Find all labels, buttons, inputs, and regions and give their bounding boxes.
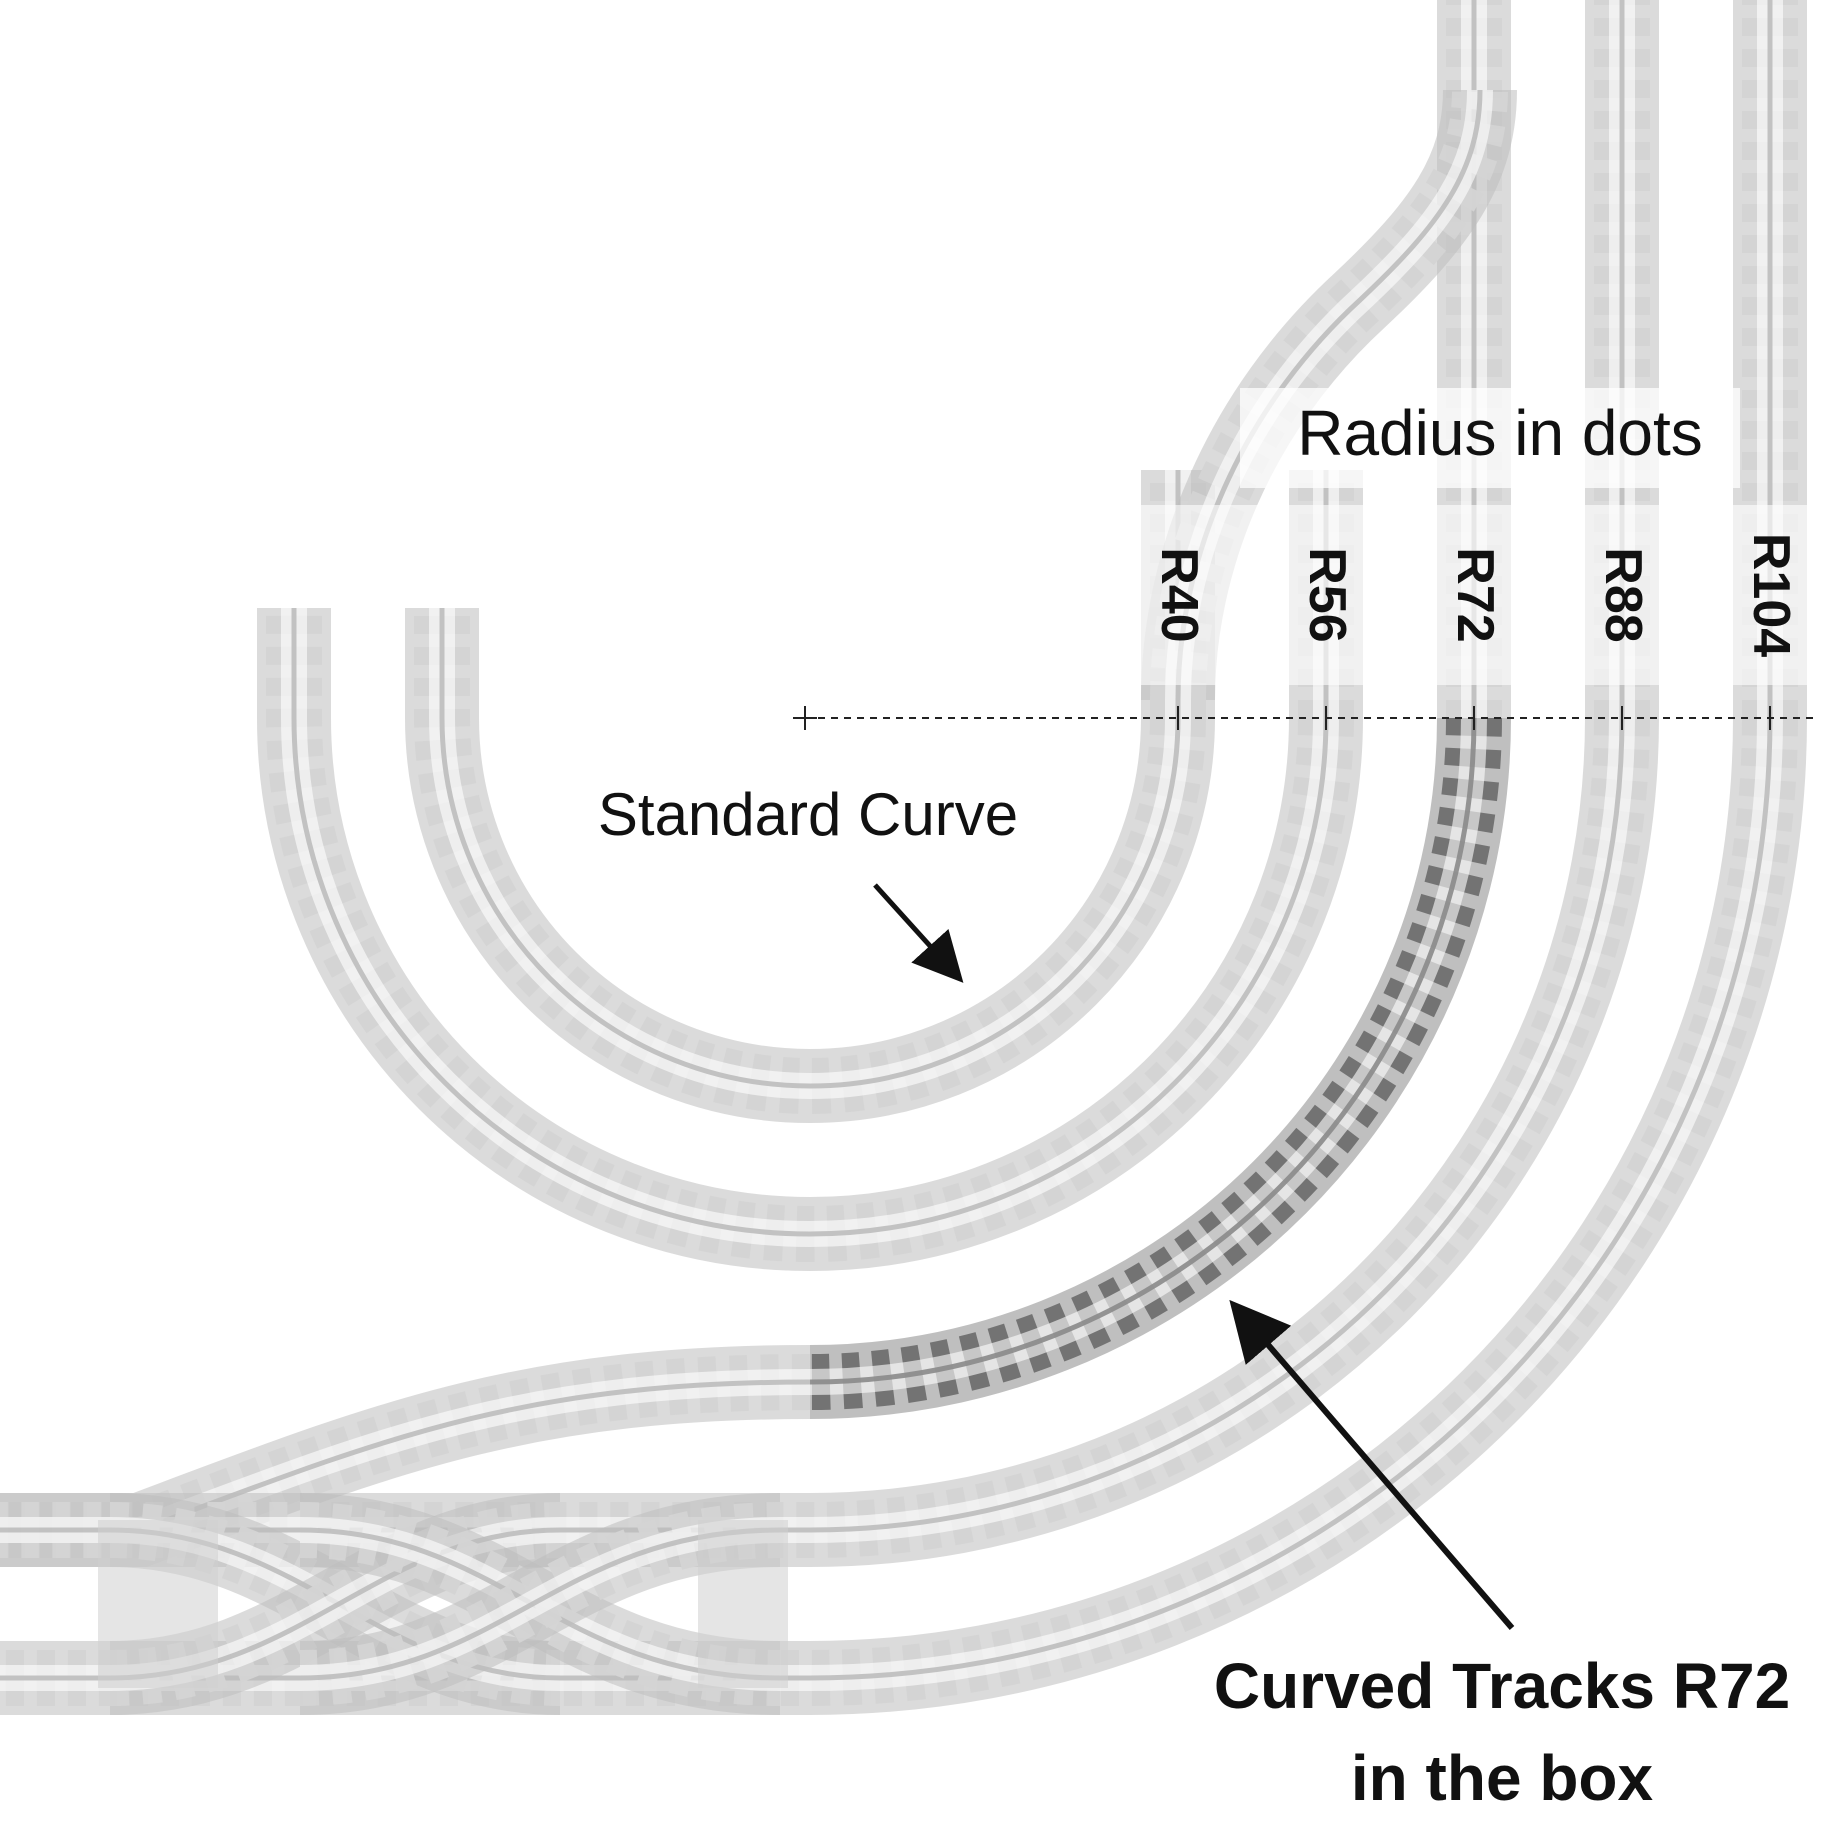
label-backdrop: [1030, 505, 1830, 685]
switch-frame: [698, 1520, 788, 1688]
radius-label-r72: R72: [1446, 547, 1504, 642]
radius-label-r88: R88: [1594, 547, 1652, 642]
header-backdrop: [1240, 388, 1740, 488]
radius-ticks: [1177, 706, 1771, 730]
curved-tracks-label-line1: Curved Tracks R72: [1214, 1650, 1790, 1722]
track-r56-curve: [257, 608, 1363, 1271]
track-r40-curve: [405, 608, 1215, 1123]
curved-tracks-label-line2: in the box: [1351, 1742, 1654, 1814]
radius-label-r40: R40: [1150, 547, 1208, 642]
switch-frame: [98, 1520, 218, 1688]
arrow-icon: [873, 883, 964, 983]
radius-labels: R40 R56 R72 R88 R104: [1150, 533, 1800, 657]
radius-header: Radius in dots: [1297, 397, 1703, 469]
radius-label-r56: R56: [1298, 547, 1356, 642]
track-r72-curve: [809, 717, 1511, 1419]
arrow-icon: [1229, 1299, 1515, 1630]
standard-curve-label: Standard Curve: [598, 781, 1018, 848]
track-r88-curve: [0, 717, 1659, 1567]
track-r104-curve: [0, 717, 1807, 1715]
radius-baseline: [793, 706, 1815, 730]
radius-label-r104: R104: [1742, 533, 1800, 657]
track-crossover-d: [299, 1493, 781, 1715]
